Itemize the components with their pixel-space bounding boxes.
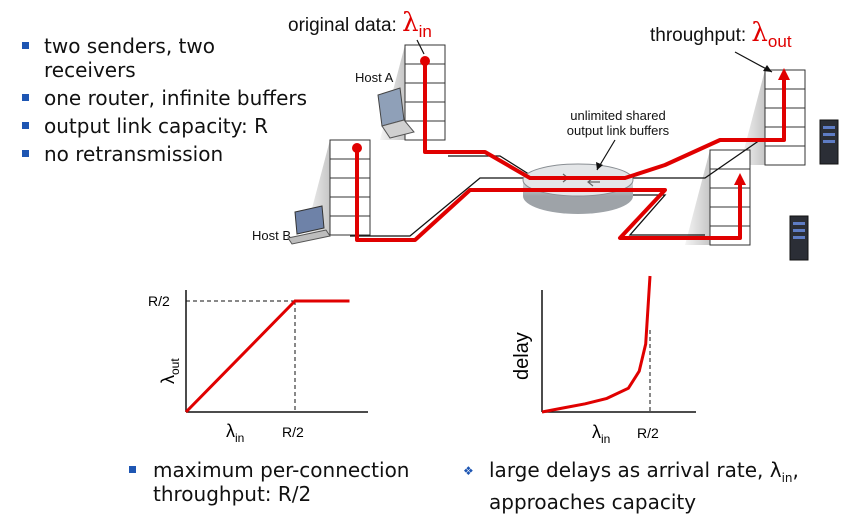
server-icon <box>789 215 809 261</box>
delay-curve <box>541 275 652 414</box>
x-tick: R/2 <box>282 424 304 440</box>
svg-text:λout: λout <box>158 358 182 384</box>
throughput-line <box>184 299 350 414</box>
original-data-label: original data: λin <box>288 8 432 41</box>
svg-text:delay: delay <box>511 332 533 380</box>
receiver-2-queue <box>685 149 751 246</box>
bullet-item: one router, infinite buffers <box>18 86 308 110</box>
bullet-item: no retransmission <box>18 142 308 166</box>
y-axis-label: delay <box>511 332 533 380</box>
bullet-item: output link capacity: R <box>18 114 308 138</box>
y-axis-label: λout <box>158 358 182 384</box>
flow-paths <box>355 60 786 242</box>
x-axis-label: λin <box>226 421 244 445</box>
host-a-label: Host A <box>355 70 394 85</box>
link-lines <box>350 139 761 237</box>
throughput-label: throughput: λout <box>650 18 792 51</box>
desktop-icon <box>287 205 331 245</box>
buffer-label: unlimited shared output link buffers <box>566 108 670 138</box>
x-tick: R/2 <box>637 425 659 441</box>
arrow-icon <box>734 173 746 185</box>
host-b-label: Host B <box>252 228 292 243</box>
delay-plot: R/2 λin delay <box>511 275 696 446</box>
server-icon <box>819 119 839 165</box>
x-axis-label: λin <box>592 422 610 446</box>
delay-note: large delays as arrival rate, λin, appro… <box>463 458 819 514</box>
arrow-icon <box>778 68 790 80</box>
bullet-item: two senders, two receivers <box>18 34 308 82</box>
bullet-list: two senders, two receivers one router, i… <box>18 34 308 170</box>
y-tick: R/2 <box>148 293 170 309</box>
throughput-plot: R/2 R/2 λin λout <box>148 290 368 445</box>
throughput-note: maximum per-connection throughput: R/2 <box>129 458 413 506</box>
host-b-queue <box>305 139 371 236</box>
laptop-icon <box>377 87 415 139</box>
